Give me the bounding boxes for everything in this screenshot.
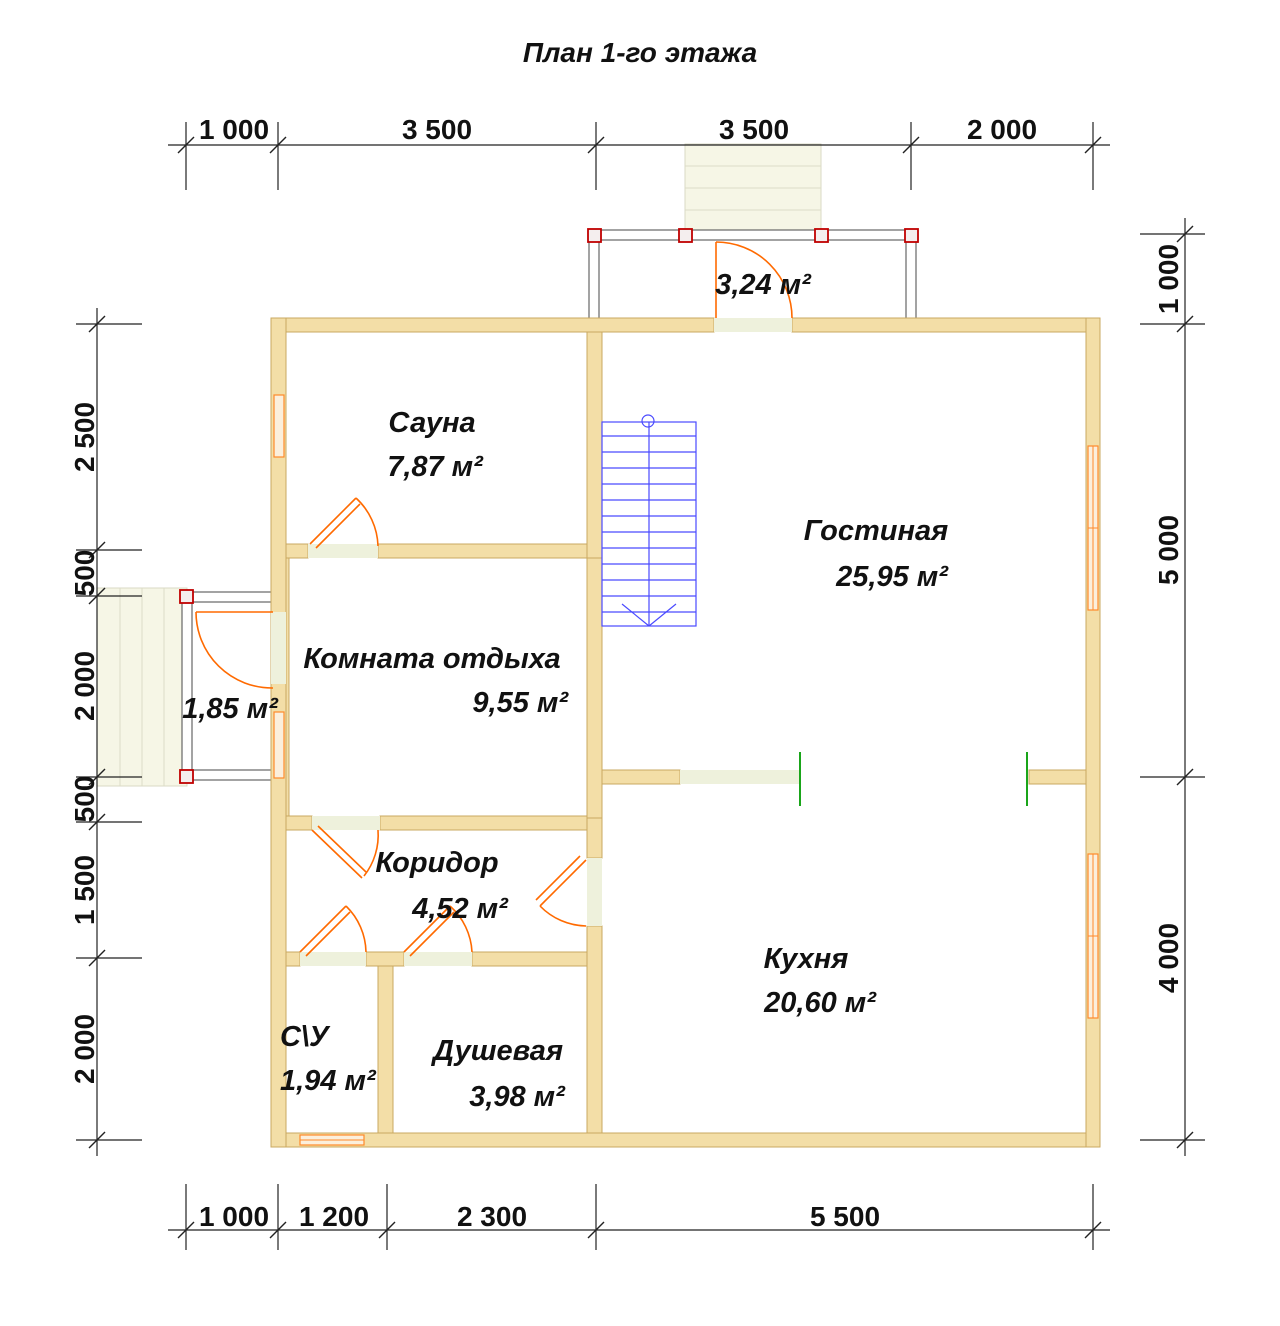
dim-left-6: 2 000	[69, 1014, 100, 1084]
room-wc-name: С\У	[280, 1021, 331, 1053]
plan-title: План 1-го этажа	[523, 37, 757, 68]
dimension-left: 2 500 500 2 000 500 1 500 2 000	[69, 308, 142, 1156]
porch-left-area: 1,85 м²	[182, 693, 279, 725]
dim-right-3: 4 000	[1153, 923, 1184, 993]
window	[273, 711, 285, 779]
room-corridor-area: 4,52 м²	[411, 893, 509, 925]
porch-post	[587, 228, 602, 243]
dim-top-4: 2 000	[967, 114, 1037, 145]
windows	[273, 394, 1099, 1146]
porch-post	[179, 769, 194, 784]
room-living-area: 25,95 м²	[835, 561, 949, 593]
porch-post	[814, 228, 829, 243]
dim-left-3: 2 000	[69, 651, 100, 721]
room-rest-area: 9,55 м²	[472, 687, 569, 719]
dim-right-2: 5 000	[1153, 515, 1184, 585]
room-sauna-area: 7,87 м²	[387, 451, 484, 483]
dim-top-3: 3 500	[719, 114, 789, 145]
dim-bottom-2: 1 200	[299, 1201, 369, 1232]
room-shower-name: Душевая	[430, 1035, 563, 1067]
dimension-right: 1 000 5 000 4 000	[1140, 218, 1205, 1156]
openings	[271, 318, 800, 966]
dim-left-1: 2 500	[69, 402, 100, 472]
left-porch-steps	[96, 587, 188, 787]
porch-post	[678, 228, 693, 243]
porch-top-area: 3,24 м²	[715, 269, 812, 301]
doors	[195, 241, 793, 957]
window	[273, 394, 285, 458]
dim-left-2: 500	[69, 550, 100, 597]
dimension-bottom: 1 000 1 200 2 300 5 500	[168, 1184, 1110, 1250]
room-labels: Сауна 7,87 м² Гостиная 25,95 м² Комната …	[182, 269, 949, 1113]
porch-post	[904, 228, 919, 243]
dim-left-5: 1 500	[69, 855, 100, 925]
room-sauna-name: Сауна	[388, 407, 475, 439]
dim-bottom-4: 5 500	[810, 1201, 880, 1232]
room-wc-area: 1,94 м²	[280, 1065, 377, 1097]
dimension-top: 1 000 3 500 3 500 2 000	[168, 114, 1110, 190]
dim-bottom-1: 1 000	[199, 1201, 269, 1232]
room-kitchen-name: Кухня	[764, 943, 849, 975]
room-corridor-name: Коридор	[375, 847, 498, 879]
room-shower-area: 3,98 м²	[469, 1081, 566, 1113]
top-porch	[587, 228, 919, 321]
top-porch-steps	[684, 143, 822, 233]
walls	[270, 317, 1101, 1148]
dim-left-4: 500	[69, 776, 100, 823]
room-kitchen-area: 20,60 м²	[763, 987, 877, 1019]
porch-post	[179, 589, 194, 604]
room-living-name: Гостиная	[804, 515, 948, 547]
staircase	[601, 414, 697, 627]
room-rest-name: Комната отдыха	[303, 643, 560, 675]
dim-top-1: 1 000	[199, 114, 269, 145]
dim-top-2: 3 500	[402, 114, 472, 145]
dim-bottom-3: 2 300	[457, 1201, 527, 1232]
dim-right-1: 1 000	[1153, 244, 1184, 314]
